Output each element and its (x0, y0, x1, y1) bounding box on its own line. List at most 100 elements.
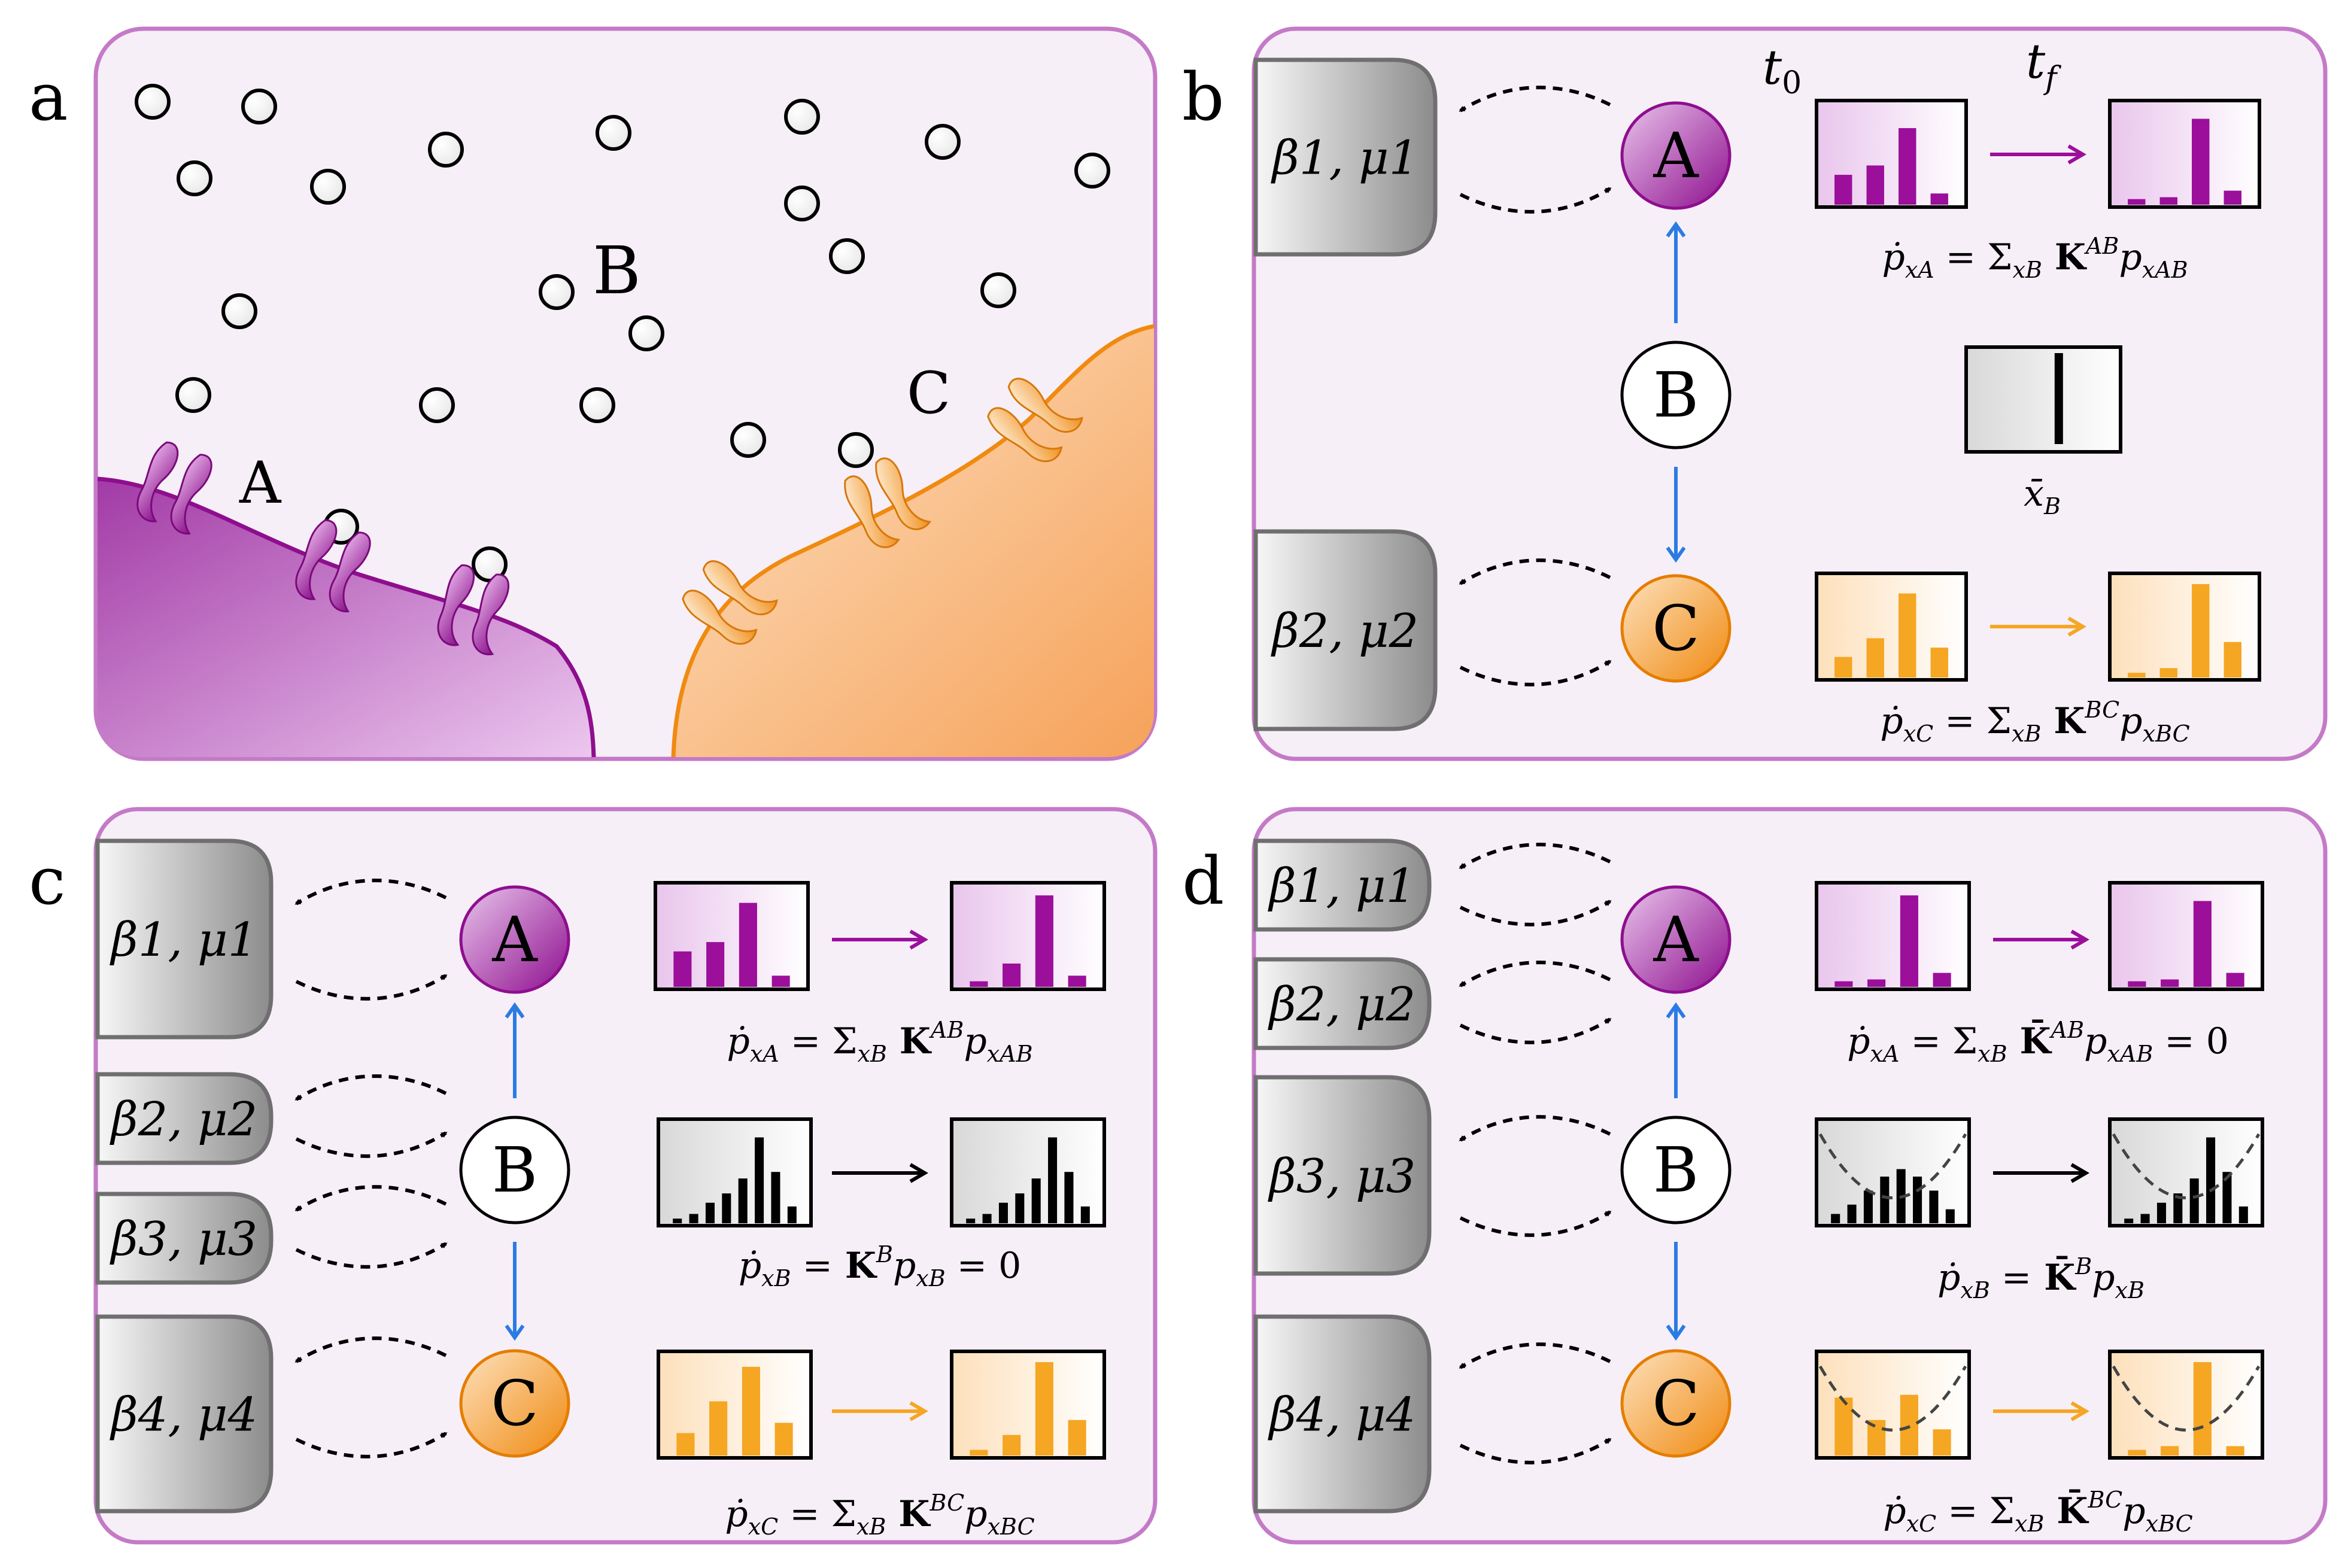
histogram-bar-c-A-tf (1068, 976, 1086, 987)
histogram-bar-c-B-t0 (705, 1202, 715, 1223)
coupling-arrow-head (1666, 546, 1686, 563)
node-A-label: A (1653, 903, 1699, 976)
histogram-bar-c-A-t0 (706, 942, 725, 987)
histogram-bar-c-B-tf (982, 1214, 992, 1223)
exchange-arrow-c4 (294, 1336, 447, 1363)
receptor (136, 441, 212, 535)
reservoir-d3 (1253, 1075, 1432, 1276)
node-B (1620, 1116, 1732, 1224)
coupling-arrow-head (1666, 221, 1686, 238)
evolution-arrow-head-d-B (2070, 1163, 2089, 1183)
reservoir-label-c1: β1, μ1 (110, 913, 258, 967)
histogram-bar-c-B-t0 (722, 1193, 731, 1223)
reservoir-label-d3: β3, μ3 (1268, 1150, 1416, 1204)
label-C: C (907, 360, 950, 427)
histogram-bar-d-A-t0 (1933, 973, 1951, 987)
histogram-bar-d-C-tf (2226, 1446, 2244, 1455)
histogram-d-A-tf (2108, 881, 2264, 991)
exchange-arrow-c1 (295, 974, 448, 1001)
histogram-bar-c-B-tf (998, 1202, 1008, 1223)
reservoir-c3 (95, 1192, 274, 1285)
reservoir-label-b1: β1, μ1 (1271, 132, 1419, 186)
equation-b-C: ṗxC = ΣxB KBCpxBC (1880, 697, 2189, 747)
histogram-bar-c-C-tf (1035, 1362, 1053, 1455)
histogram-bar-d-B-t0 (1929, 1190, 1939, 1223)
reservoir-label-b2: β2, μ2 (1271, 604, 1419, 658)
reservoir-label-c3: β3, μ3 (110, 1213, 258, 1266)
molecule (241, 89, 277, 124)
panel-letter-c: c (29, 843, 66, 919)
histogram-bar-d-A-tf (2193, 901, 2212, 987)
histogram-bar-b-A-t0 (1834, 175, 1852, 205)
histogram-bar-d-B-tf (2189, 1178, 2199, 1223)
histogram-bar-c-C-t0 (742, 1366, 760, 1455)
reservoir-label-d2: β2, μ2 (1268, 978, 1416, 1032)
histogram-bar-d-C-t0 (1900, 1394, 1918, 1455)
exchange-arrow-c2 (295, 1131, 448, 1158)
histogram-bar-b-A-t0 (1899, 128, 1916, 205)
histogram-bar-c-B-t0 (771, 1172, 780, 1223)
histogram-bar-c-B-tf (1064, 1172, 1074, 1223)
panel-b-frame (1252, 26, 2328, 761)
histogram-bar-c-B-tf (1080, 1206, 1090, 1223)
exchange-arrow-c4 (295, 1432, 448, 1458)
molecule (310, 169, 346, 205)
histogram-bar-c-B-tf (1015, 1193, 1025, 1223)
histogram-bar-c-B-t0 (755, 1137, 764, 1223)
histogram-bar-d-B-tf (2238, 1206, 2248, 1223)
equation-c-C: ṗxC = ΣxB KBCpxBC (725, 1490, 1034, 1540)
receptor (987, 378, 1083, 463)
reservoir-d2 (1253, 957, 1432, 1050)
panel-c-frame (93, 807, 1158, 1545)
histogram-bar-d-B-t0 (1880, 1177, 1890, 1223)
molecule (539, 274, 575, 310)
reservoir-label-d4: β4, μ4 (1268, 1388, 1416, 1442)
node-C (1620, 574, 1732, 683)
evolution-arrow-head-b-C (2067, 616, 2086, 637)
cell-A (98, 479, 594, 757)
histogram-bar-b-C-t0 (1866, 638, 1884, 677)
molecule (730, 422, 766, 458)
exchange-arrow-b2 (1459, 660, 1612, 686)
histogram-d-C-tf (2108, 1350, 2264, 1460)
histogram-bar-d-B-tf (2124, 1218, 2134, 1223)
histogram-bar-d-B-t0 (1863, 1190, 1873, 1223)
evolution-arrow-head-c-B (909, 1163, 928, 1183)
histogram-bar-b-C-tf (2224, 642, 2241, 677)
node-C (459, 1349, 570, 1458)
histogram-bar-d-C-t0 (1834, 1397, 1853, 1455)
coupling-arrow-head (1666, 1002, 1686, 1019)
histogram-bar-c-B-t0 (787, 1206, 797, 1223)
histogram-bar-b-C-t0 (1834, 657, 1852, 677)
node-B-label: B (1653, 358, 1699, 431)
histogram-bar-c-A-tf (1035, 895, 1053, 987)
histogram-bar-c-C-tf (1003, 1435, 1021, 1455)
molecule (980, 272, 1016, 308)
node-B-label: B (492, 1134, 537, 1207)
cell-A-membrane (97, 476, 596, 758)
molecule (784, 99, 820, 135)
molecule (925, 124, 961, 160)
histogram-b-B-marker (2054, 353, 2063, 444)
reservoir-d1 (1253, 838, 1432, 932)
histogram-bar-c-B-t0 (738, 1178, 748, 1223)
panel-letter-a: a (29, 59, 68, 135)
panel-letter-b: b (1182, 59, 1224, 135)
histogram-bar-b-A-tf (2159, 197, 2177, 205)
exchange-arrow-d3 (1459, 1210, 1612, 1237)
histogram-c-B-tf (950, 1117, 1106, 1227)
histogram-bar-c-C-tf (1068, 1420, 1086, 1455)
histogram-bar-c-C-tf (970, 1450, 988, 1455)
histogram-bar-d-C-t0 (1933, 1429, 1951, 1455)
histogram-bar-b-C-tf (2159, 668, 2177, 677)
histogram-bar-b-C-t0 (1899, 593, 1916, 677)
histogram-bar-c-A-t0 (771, 976, 790, 987)
histogram-c-A-tf (950, 881, 1106, 991)
potential-curve-d-B-t0 (1818, 1133, 1967, 1199)
molecule (175, 377, 211, 413)
histogram-bar-b-C-tf (2192, 584, 2210, 677)
histogram-bar-c-C-t0 (709, 1401, 728, 1455)
coupling-arrow-head (505, 1002, 525, 1019)
